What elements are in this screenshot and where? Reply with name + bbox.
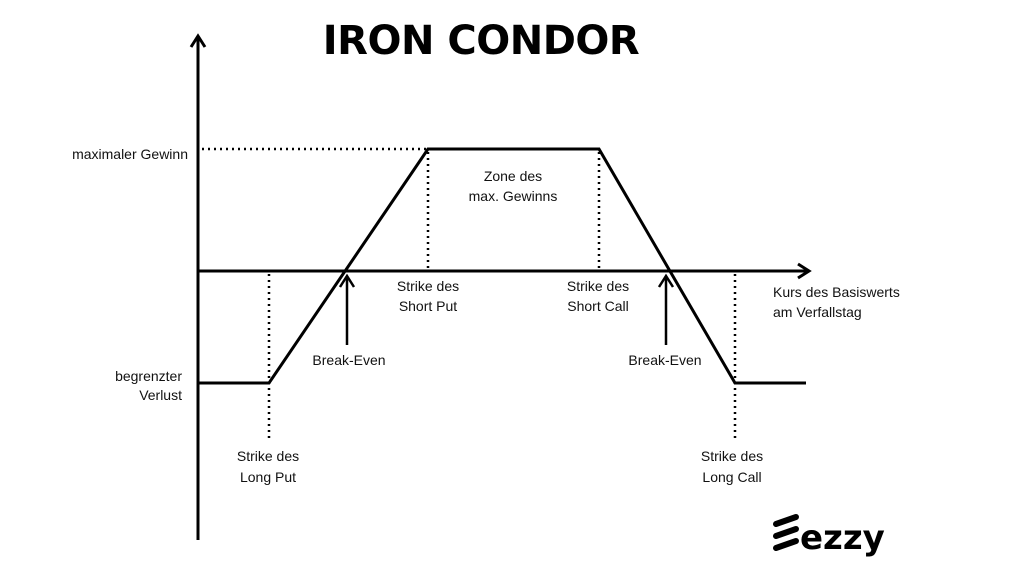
long-call-label-line1: Strike des [701,448,763,464]
zone-label-line1: Zone des [484,168,542,184]
long-put-label-line2: Long Put [240,469,296,485]
break-even-right-label: Break-Even [628,352,701,368]
zone-label-line2: max. Gewinns [469,188,558,204]
long-call-label-line2: Long Call [702,469,761,485]
short-put-label-line2: Short Put [399,298,457,314]
limited-loss-label-line1: begrenzter [115,368,182,384]
max-gain-label: maximaler Gewinn [72,146,188,162]
payoff-line [198,147,806,385]
long-put-label-line1: Strike des [237,448,299,464]
break-even-left-label: Break-Even [312,352,385,368]
x-axis-label-line1: Kurs des Basiswerts [773,284,900,300]
x-axis-arrow-icon [797,262,812,280]
limited-loss-label-line2: Verlust [139,387,182,403]
brand-name: ezzy [800,518,885,558]
ezzy-logo-icon [773,514,799,551]
break-even-right-arrow-icon [657,273,675,288]
short-call-label-line2: Short Call [567,298,628,314]
x-axis-label-line2: am Verfallstag [773,304,862,320]
short-call-label-line1: Strike des [567,278,629,294]
y-axis-arrow-icon [189,33,207,48]
short-put-label-line1: Strike des [397,278,459,294]
break-even-left-arrow-icon [338,273,356,288]
diagram-title: IRON CONDOR [323,18,639,64]
ezzy-logo: ezzy [773,514,885,558]
